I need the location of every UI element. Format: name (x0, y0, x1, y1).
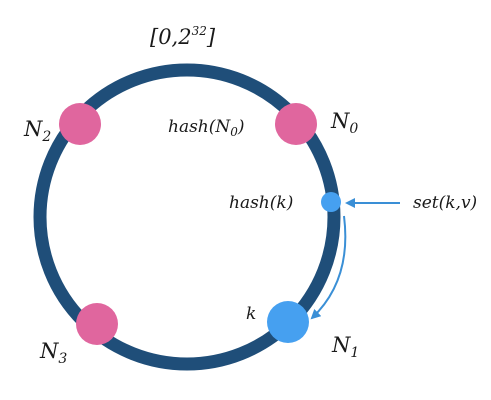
label-n2: N2 (23, 117, 51, 145)
node-n1-key (267, 301, 309, 343)
label-set-kv: set(k,v) (413, 193, 477, 213)
label-n0: N0 (330, 109, 358, 137)
hash-ring (33, 63, 341, 371)
label-n3: N3 (39, 339, 67, 367)
node-n3 (76, 303, 118, 345)
range-close: ] (206, 25, 216, 49)
label-n1: N1 (331, 333, 359, 361)
node-n2 (59, 103, 101, 145)
range-exponent: 32 (192, 24, 207, 38)
lookup-arrow (310, 215, 347, 320)
node-n0 (275, 103, 317, 145)
label-k: k (246, 304, 256, 324)
hash-k-point (321, 192, 341, 212)
range-open: [0,2 (150, 25, 192, 49)
range-label: [0,232] (150, 24, 216, 49)
label-hash-n0: hash(N0) (168, 117, 245, 139)
label-hash-k: hash(k) (229, 193, 293, 213)
